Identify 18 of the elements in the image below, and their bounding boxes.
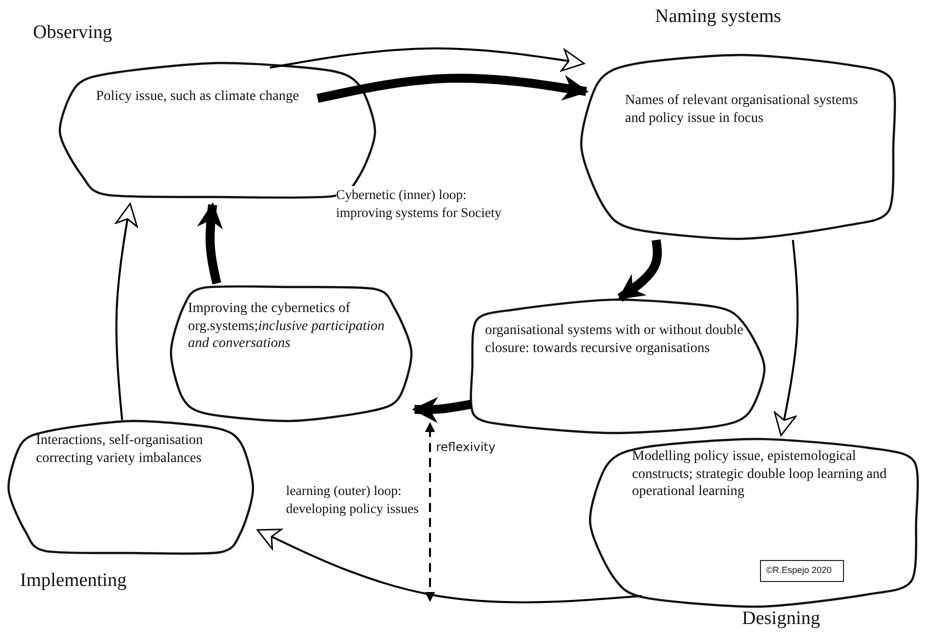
arrow xyxy=(256,528,642,604)
stage-title: Implementing xyxy=(20,570,127,592)
node-text: Policy issue, such as climate change xyxy=(96,88,300,106)
stage-title: Naming systems xyxy=(655,6,782,28)
node-text: Names of relevant organisational systems and policy issue in focus xyxy=(625,92,860,127)
stage-title: Designing xyxy=(742,608,820,630)
stage-title: Observing xyxy=(33,22,112,44)
copyright-notice: ©R.Espejo 2020 xyxy=(766,565,833,576)
arrow xyxy=(412,396,472,423)
node-text: Improving the cybernetics of org.systems;inclusive participation and conversations xyxy=(188,300,386,352)
node-text: organisational systems with or without double closure: towards recursive organisations xyxy=(485,322,744,357)
arrow xyxy=(270,47,585,72)
arrow xyxy=(197,202,223,284)
node-text: Interactions, self-organisation correcting variety imbalances xyxy=(36,432,204,467)
arrow xyxy=(774,240,799,436)
arrow xyxy=(115,202,138,420)
node-text: Modelling policy issue, epistemological constructs; strategic double loop learning and operational learning xyxy=(632,448,888,500)
arrow xyxy=(316,74,589,103)
